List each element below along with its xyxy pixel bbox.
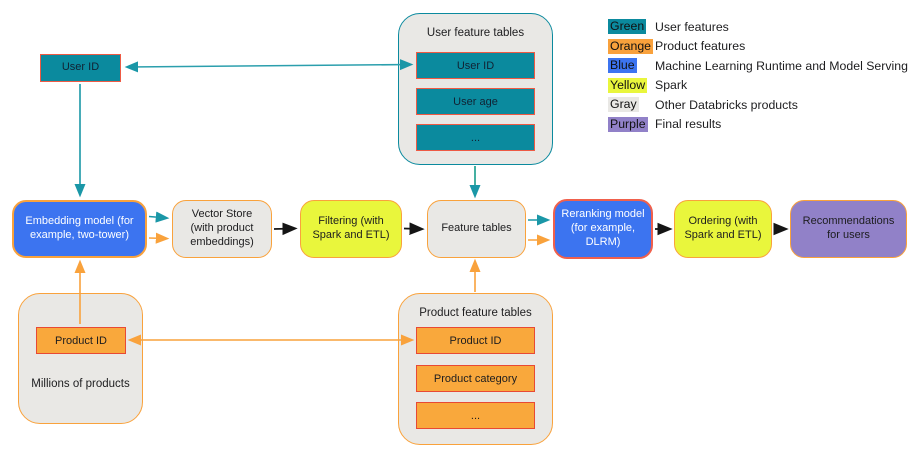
legend-row-purple: Purple Final results (608, 115, 908, 135)
legend-chip-purple: Purple (608, 116, 648, 132)
millions-of-products-label: Millions of products (31, 378, 130, 390)
legend-label-blue: Machine Learning Runtime and Model Servi… (655, 58, 908, 73)
product-feature-row-id-label: Product ID (449, 334, 502, 347)
legend-label-gray: Other Databricks products (655, 97, 798, 112)
millions-product-id: Product ID (36, 327, 126, 354)
node-user-id-label: User ID (61, 61, 100, 74)
node-filtering-label: Filtering (with Spark and ETL) (312, 215, 390, 241)
product-feature-tables-container: Product feature tables Product ID Produc… (398, 293, 553, 445)
node-ordering: Ordering (with Spark and ETL) (674, 200, 772, 258)
node-filtering: Filtering (with Spark and ETL) (300, 200, 402, 258)
product-feature-row-category: Product category (416, 365, 535, 392)
node-embedding-model: Embedding model (for example, two-tower) (12, 200, 147, 258)
node-feature-tables: Feature tables (427, 200, 526, 258)
product-feature-row-more-label: ... (470, 409, 481, 422)
user-feature-row-more-label: ... (470, 131, 481, 144)
legend-row-orange: Orange Product features (608, 37, 908, 57)
legend-label-yellow: Spark (655, 78, 688, 93)
node-embedding-model-label: Embedding model (for example, two-tower) (25, 215, 134, 241)
product-feature-row-category-label: Product category (433, 372, 518, 385)
legend-chip-blue: Blue (608, 58, 637, 74)
node-reranking-model: Reranking model (for example, DLRM) (553, 199, 653, 259)
node-vector-store-label: Vector Store (with product embeddings) (190, 208, 254, 248)
node-user-id: User ID (40, 54, 121, 82)
user-feature-row-id: User ID (416, 52, 535, 79)
legend: Green User features Orange Product featu… (608, 17, 908, 134)
legend-chip-orange: Orange (608, 38, 654, 54)
legend-chip-yellow: Yellow (608, 77, 648, 93)
legend-label-purple: Final results (655, 117, 722, 132)
legend-row-green: Green User features (608, 17, 908, 37)
legend-label-orange: Product features (655, 39, 746, 54)
user-feature-row-more: ... (416, 124, 535, 151)
node-reranking-model-label: Reranking model (for example, DLRM) (561, 208, 645, 248)
user-feature-row-id-label: User ID (456, 59, 495, 72)
product-feature-row-id: Product ID (416, 327, 535, 354)
user-feature-row-age: User age (416, 88, 535, 115)
node-ordering-label: Ordering (with Spark and ETL) (684, 215, 762, 241)
millions-of-products-container: Product ID Millions of products (18, 293, 143, 424)
legend-chip-gray: Gray (608, 97, 639, 113)
user-feature-row-age-label: User age (453, 95, 498, 108)
user-feature-tables-container: User feature tables User ID User age ... (398, 13, 553, 165)
product-feature-row-more: ... (416, 402, 535, 429)
arrow-embedding-vectorstore-orange (148, 232, 170, 244)
product-feature-tables-title: Product feature tables (419, 307, 532, 319)
millions-product-id-label: Product ID (55, 334, 107, 347)
arrow-vectorstore-filtering (273, 222, 298, 236)
legend-row-gray: Gray Other Databricks products (608, 95, 908, 115)
node-feature-tables-label: Feature tables (441, 222, 512, 235)
legend-label-green: User features (655, 19, 729, 34)
legend-row-yellow: Yellow Spark (608, 76, 908, 96)
arrow-filtering-featuretables (403, 222, 425, 235)
arrow-embedding-vectorstore-teal (148, 211, 170, 223)
node-recommendations-label: Recommendations for users (802, 215, 895, 241)
node-vector-store: Vector Store (with product embeddings) (172, 200, 272, 258)
legend-chip-green: Green (608, 19, 647, 35)
legend-row-blue: Blue Machine Learning Runtime and Model … (608, 56, 908, 76)
arrow-userid-userfeaturetable (124, 58, 414, 73)
user-feature-tables-title: User feature tables (426, 27, 525, 39)
node-recommendations: Recommendations for users (790, 200, 907, 258)
